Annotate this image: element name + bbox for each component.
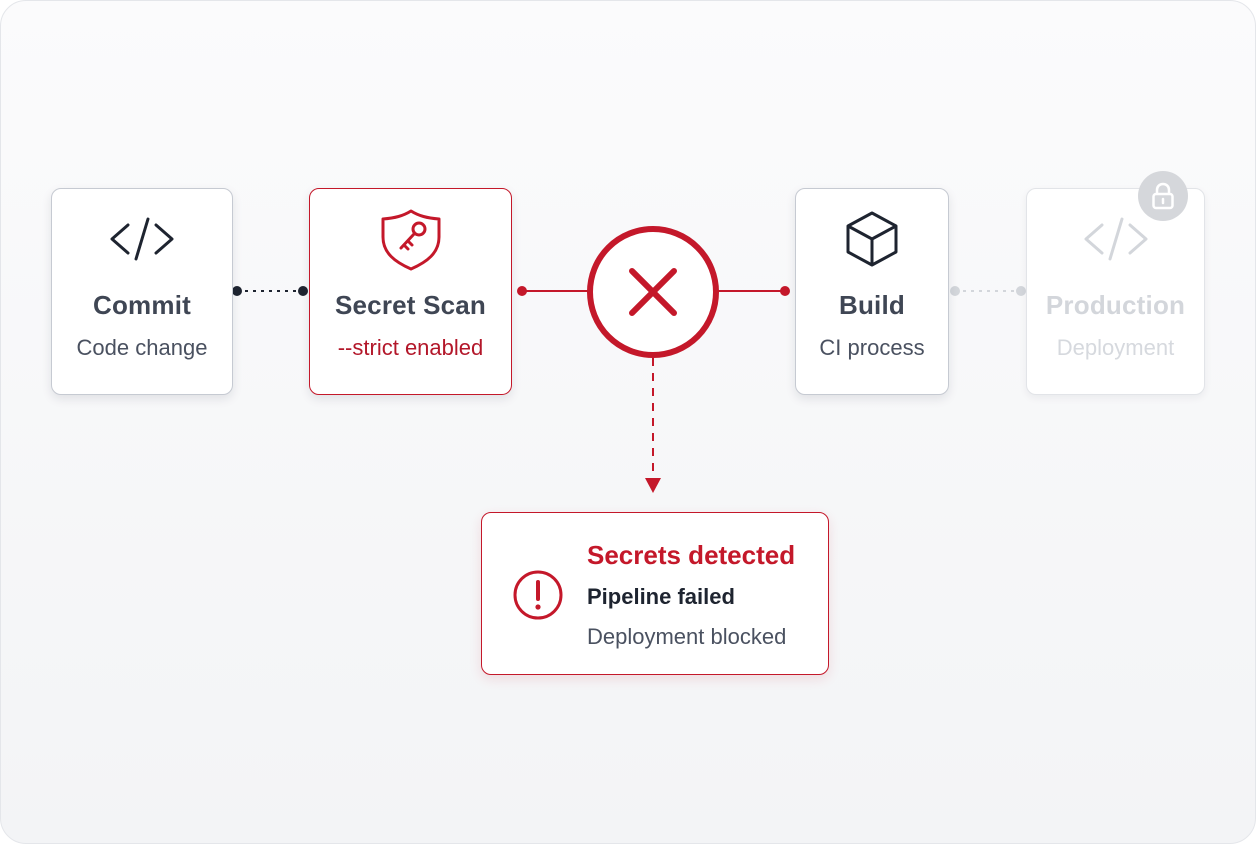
code-icon [110,217,174,261]
stage-production: Production Deployment [1026,188,1205,395]
stage-title: Build [839,290,905,320]
stage-build[interactable]: Build CI process [795,188,949,395]
cube-icon [846,211,898,267]
connector-dot [517,286,527,296]
connector-dot [950,286,960,296]
exclamation-circle-icon [513,570,563,620]
x-icon [629,268,677,316]
stage-secret-scan[interactable]: Secret Scan --strict enabled [309,188,512,395]
stage-commit[interactable]: Commit Code change [51,188,233,395]
stage-title: Production [1045,290,1186,320]
connector-dot [780,286,790,296]
stage-title: Commit [93,290,191,320]
result-detail: Deployment blocked [587,624,787,649]
stage-title: Secret Scan [334,290,487,320]
connector-dot [1016,286,1026,296]
stage-subtitle: Deployment [1056,335,1175,360]
shield-key-icon [381,209,440,271]
result-status: Pipeline failed [587,584,735,609]
stage-subtitle: --strict enabled [337,335,484,360]
lock-badge [1138,171,1188,221]
failure-marker [587,226,719,358]
arrow-head [645,478,661,493]
result-title: Secrets detected [587,540,796,570]
connector-dot [298,286,308,296]
connector-dot [232,286,242,296]
lock-icon [1152,182,1174,210]
stage-subtitle: Code change [76,335,208,360]
code-icon [1084,217,1147,261]
stage-subtitle: CI process [819,335,925,360]
failure-result-card: Secrets detected Pipeline failed Deploym… [481,512,829,675]
